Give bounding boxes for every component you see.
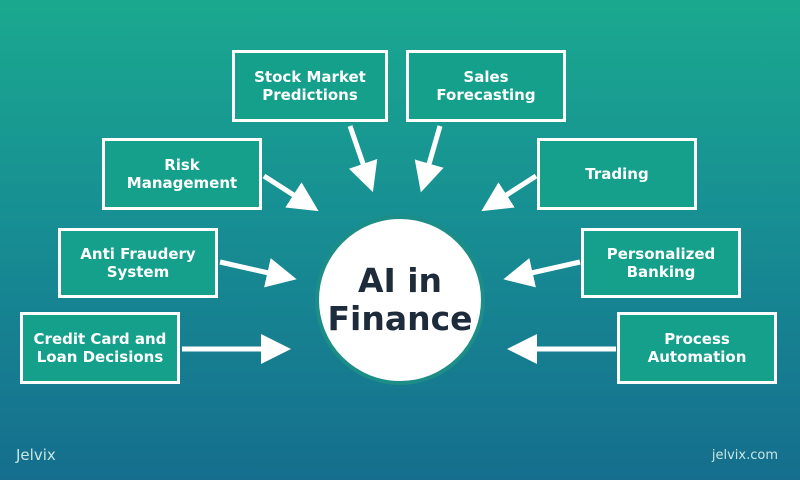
node-process-automation: Process Automation xyxy=(617,312,777,384)
arrow-stock-market xyxy=(347,125,378,193)
node-label-line1: Anti Fraudery xyxy=(80,245,196,263)
node-label-line2: Predictions xyxy=(262,86,358,104)
node-label-line2: Forecasting xyxy=(436,86,536,104)
node-trading: Trading xyxy=(537,138,697,210)
arrow-fraud xyxy=(219,258,297,288)
node-label-line2: Loan Decisions xyxy=(36,348,164,366)
arrow-sales xyxy=(414,125,444,193)
node-label-line1: Personalized xyxy=(606,245,716,263)
node-label-line1: Sales xyxy=(463,68,509,86)
node-label-line2: Automation xyxy=(647,348,747,366)
node-credit-card-loan-decisions: Credit Card and Loan Decisions xyxy=(20,312,180,384)
node-label-line1: Trading xyxy=(585,165,649,183)
arrow-risk xyxy=(262,173,319,212)
brand-logo-text: Jelvix xyxy=(16,446,56,464)
node-anti-fraudery-system: Anti Fraudery System xyxy=(58,228,218,298)
node-personalized-banking: Personalized Banking xyxy=(581,228,741,298)
node-stock-market-predictions: Stock Market Predictions xyxy=(232,50,388,122)
website-url: jelvix.com xyxy=(711,448,778,463)
node-label-line1: Risk xyxy=(164,156,200,174)
node-label-line2: Management xyxy=(126,174,238,192)
arrow-trading xyxy=(481,173,538,212)
node-label-line2: Banking xyxy=(626,263,696,281)
center-circle: AI in Finance xyxy=(315,215,485,385)
node-sales-forecasting: Sales Forecasting xyxy=(406,50,566,122)
node-label-line2: System xyxy=(106,263,170,281)
node-label-line1: Process xyxy=(664,330,730,348)
node-label-line1: Stock Market xyxy=(254,68,366,86)
center-title-line2: Finance xyxy=(327,299,473,338)
node-label-line1: Credit Card and xyxy=(33,330,167,348)
center-title-line1: AI in xyxy=(357,261,443,300)
arrow-banking xyxy=(503,258,581,288)
node-risk-management: Risk Management xyxy=(102,138,262,210)
